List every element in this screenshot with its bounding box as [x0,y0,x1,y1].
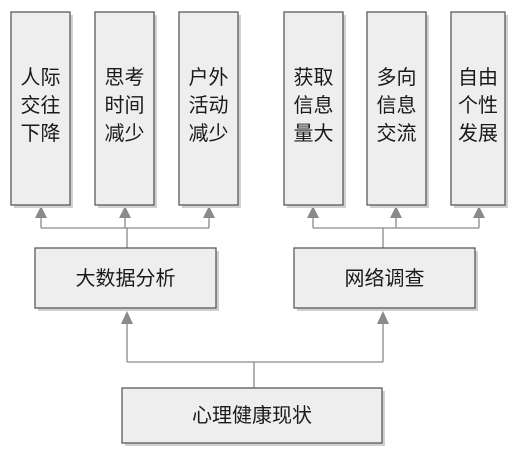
arrow-to-outcome-5 [390,206,402,218]
arrow-to-method-2 [377,311,389,324]
arrow-to-outcome-1 [35,206,47,218]
outcome-2-line-1: 思考 [105,65,145,89]
outcome-2-line-2: 时间 [105,93,145,117]
outcome-box-2: 思考 时间 减少 [94,11,157,208]
arrow-to-method-1 [121,311,133,324]
arrow-to-outcome-4 [307,206,319,218]
root-box-mental-health: 心理健康现状 [121,387,385,446]
outcome-5-line-1: 多向 [377,65,417,89]
outcome-1-line-2: 交往 [21,93,61,117]
outcome-5-line-3: 交流 [377,121,417,145]
outcome-5-line-2: 信息 [377,93,417,117]
outcome-box-1: 人际 交往 下降 [10,11,73,208]
method-label-survey: 网络调查 [345,266,425,290]
root-label: 心理健康现状 [192,403,312,427]
outcome-4-line-2: 信息 [294,93,334,117]
outcome-box-3: 户外 活动 减少 [178,11,241,208]
outcome-4-line-3: 量大 [294,121,334,145]
outcome-box-6: 自由 个性 发展 [450,11,508,208]
connector-root-to-methods [121,311,389,388]
outcome-1-line-1: 人际 [21,65,61,89]
outcome-3-line-3: 减少 [189,121,229,145]
connector-method-2-to-outcomes [307,206,485,248]
outcome-6-line-1: 自由 [458,65,498,89]
outcome-box-4: 获取 信息 量大 [283,11,346,208]
outcome-6-line-3: 发展 [458,121,498,145]
outcome-3-line-1: 户外 [189,65,229,89]
arrow-to-outcome-3 [203,206,215,218]
outcome-6-line-2: 个性 [458,93,498,117]
method-box-big-data: 大数据分析 [34,247,219,311]
method-label-big-data: 大数据分析 [76,266,176,290]
arrow-to-outcome-2 [119,206,131,218]
outcome-4-line-1: 获取 [294,65,334,89]
arrow-to-outcome-6 [473,206,485,218]
outcome-box-5: 多向 信息 交流 [366,11,429,208]
outcome-1-line-3: 下降 [21,121,61,145]
outcome-2-line-3: 减少 [105,121,145,145]
method-box-survey: 网络调查 [293,247,478,311]
connector-method-1-to-outcomes [35,206,215,248]
outcome-3-line-2: 活动 [189,93,229,117]
